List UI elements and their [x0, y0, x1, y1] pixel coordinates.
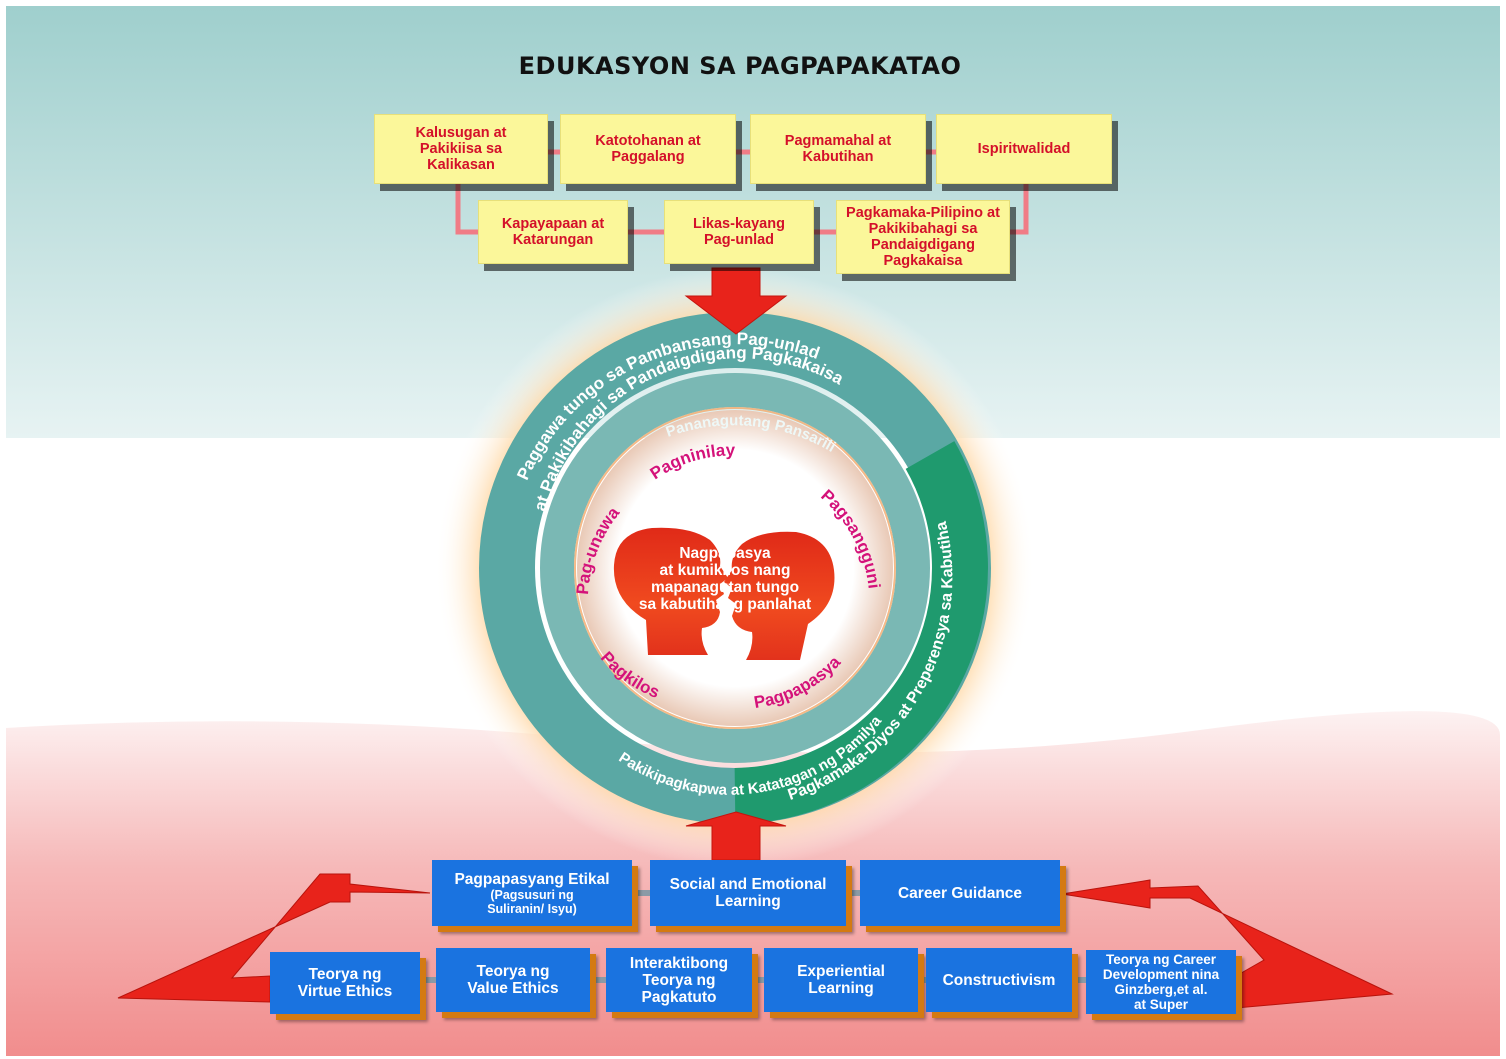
- theory-label: Learning: [808, 980, 874, 997]
- center-line: mapanagutan tungo: [650, 579, 800, 596]
- center-statement: Nagpapasya at kumikilos nang mapanagutan…: [605, 545, 845, 613]
- core-value-label: Pagmamahal at Kabutihan: [784, 133, 892, 165]
- core-value-box: Likas-kayang Pag-unlad: [664, 200, 814, 264]
- core-value-label: Kapayapaan at Katarungan: [501, 216, 605, 248]
- theory-label: Pagkatuto: [641, 988, 717, 1006]
- approach-sublabel: Suliranin/ Isyu): [487, 901, 577, 916]
- theory-label: Interaktibong: [629, 954, 729, 972]
- core-value-box: Katotohanan at Paggalang: [560, 114, 736, 184]
- core-value-label: Ispiritwalidad: [977, 141, 1071, 157]
- top-connectors: [455, 149, 1029, 235]
- approach-label: Learning: [715, 893, 781, 910]
- theory-label: Development nina: [1102, 967, 1220, 982]
- approach-label: Career Guidance: [897, 884, 1023, 902]
- theory-label: at Super: [1133, 997, 1188, 1012]
- outer-ring-green: [734, 441, 988, 824]
- approach-box-ethical: Pagpapasyang Etikal (Pagsusuri ng Sulira…: [432, 860, 632, 926]
- theory-label: Teorya ng: [476, 963, 550, 980]
- core-value-label: Pagkamaka-Pilipino at Pakikibahagi sa Pa…: [846, 205, 1000, 269]
- theory-label: Virtue Ethics: [297, 983, 393, 1000]
- down-arrow: [684, 267, 788, 335]
- center-line: sa kabutihang panlahat: [638, 596, 812, 613]
- theory-label: Ginzberg,et al.: [1114, 982, 1208, 997]
- middle-ring: [540, 373, 930, 763]
- theory-box: Teorya ng Virtue Ethics: [270, 952, 420, 1014]
- approach-label: Social and Emotional: [669, 876, 827, 893]
- theory-box: Teorya ng Career Development nina Ginzbe…: [1086, 950, 1236, 1014]
- theory-box: Interaktibong Teorya ng Pagkatuto: [606, 948, 752, 1012]
- theory-box: Experiential Learning: [764, 948, 918, 1012]
- right-loop-arrow: [1061, 879, 1394, 1009]
- approach-box-sel: Social and Emotional Learning: [650, 860, 846, 926]
- core-value-label: Katotohanan at Paggalang: [595, 133, 701, 165]
- core-value-box: Pagkamaka-Pilipino at Pakikibahagi sa Pa…: [836, 200, 1010, 274]
- center-line: at kumikilos nang: [659, 562, 791, 579]
- bottom-connectors: [420, 890, 1086, 983]
- core-value-label: Likas-kayang Pag-unlad: [693, 216, 785, 248]
- approach-label: Pagpapasyang Etikal: [454, 870, 610, 888]
- theory-label: Teorya ng: [642, 971, 716, 989]
- approach-sublabel: (Pagsusuri ng: [490, 887, 574, 902]
- core-value-box: Pagmamahal at Kabutihan: [750, 114, 926, 184]
- faces-silhouette: [613, 527, 835, 660]
- page-title: EDUKASYON SA PAGPAPAKATAO: [518, 52, 962, 80]
- theory-box: Teorya ng Value Ethics: [436, 948, 590, 1012]
- theory-label: Value Ethics: [467, 980, 559, 997]
- core-value-box: Ispiritwalidad: [936, 114, 1112, 184]
- theory-box: Constructivism: [926, 948, 1072, 1012]
- theory-label: Teorya ng: [308, 966, 382, 983]
- core-value-box: Kapayapaan at Katarungan: [478, 200, 628, 264]
- core-value-box: Kalusugan at Pakikiisa sa Kalikasan: [374, 114, 548, 184]
- theory-label: Teorya ng Career: [1105, 952, 1217, 967]
- theory-label: Constructivism: [942, 971, 1056, 989]
- center-line: Nagpapasya: [679, 545, 771, 562]
- theory-label: Experiential: [797, 963, 885, 980]
- approach-box-career: Career Guidance: [860, 860, 1060, 926]
- core-value-label: Kalusugan at Pakikiisa sa Kalikasan: [415, 125, 507, 173]
